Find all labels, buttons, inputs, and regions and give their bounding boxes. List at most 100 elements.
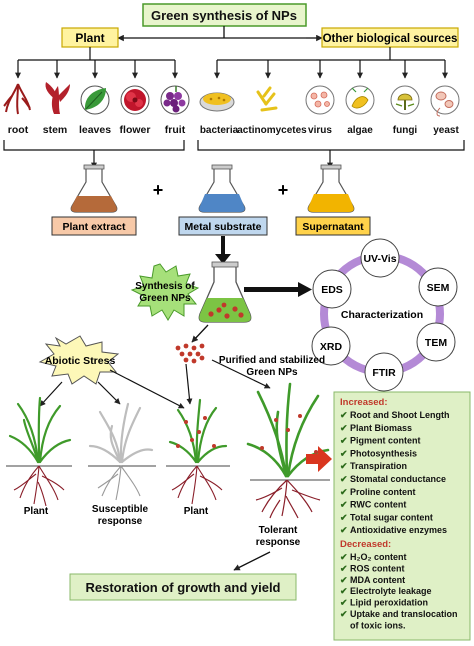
tolerant-plant-illustration (246, 382, 330, 519)
label-algae: algae (347, 125, 373, 136)
increased-item: Transpiration (350, 461, 407, 471)
check-icon: ✔ (340, 563, 348, 573)
sem-label: SEM (427, 282, 450, 294)
supernatant-label: Supernatant (302, 221, 364, 233)
check-icon: ✔ (340, 575, 348, 585)
purified-label-line2: Green NPs (246, 367, 298, 378)
plant-1-label: Plant (24, 506, 49, 517)
stem-icon (45, 82, 70, 114)
increased-list: ✔Root and Shoot Length✔Plant Biomass✔Pig… (340, 410, 449, 535)
abiotic-stress-burst: Abiotic Stress (38, 335, 120, 385)
increased-item: Stomatal conductance (350, 474, 446, 484)
check-icon: ✔ (340, 500, 348, 510)
other-sources-header-box: Other biological sources (321, 27, 459, 48)
bacteria-icon (199, 92, 235, 112)
increased-item: RWC content (350, 500, 406, 510)
title-text: Green synthesis of NPs (151, 8, 297, 23)
purified-nanoparticles-icon (175, 343, 205, 364)
check-icon: ✔ (340, 586, 348, 596)
check-icon: ✔ (340, 512, 348, 522)
susceptible-label-line1: Susceptible (92, 504, 149, 515)
algae-icon (345, 85, 375, 115)
fruit-icon (160, 85, 190, 115)
label-yeast: yeast (433, 125, 459, 136)
increased-item: Photosynthesis (350, 448, 417, 458)
increased-item: Plant Biomass (350, 423, 412, 433)
tem-label: TEM (425, 337, 447, 349)
decreased-list: ✔H₂O₂ content✔ROS content✔MDA content✔El… (340, 552, 458, 630)
increased-item: Root and Shoot Length (350, 410, 449, 420)
supernatant-label-box: Supernatant (295, 216, 371, 236)
label-actinomycetes: actinomycetes (237, 125, 307, 136)
susceptible-label-line2: response (98, 516, 143, 527)
effects-red-arrow (306, 446, 332, 472)
characterization-label: Characterization (341, 309, 423, 321)
plant-header-text: Plant (75, 31, 104, 45)
metal-substrate-flask-icon (198, 164, 246, 213)
other-source-labels: bacteria actinomycetes virus algae fungi… (200, 125, 460, 136)
leaves-icon (80, 85, 110, 115)
check-icon: ✔ (340, 461, 348, 471)
decreased-item: MDA content (350, 575, 405, 585)
tolerant-label-line2: response (256, 537, 301, 548)
label-root: root (8, 124, 29, 136)
plus-sign-1: + (153, 180, 164, 200)
tem-node: TEM (416, 322, 456, 362)
plus-sign-2: + (278, 180, 289, 200)
to-characterization-arrow (244, 282, 312, 297)
check-icon: ✔ (340, 436, 348, 446)
decreased-item: Electrolyte leakage (350, 586, 432, 596)
check-icon: ✔ (340, 598, 348, 608)
characterization-nodes: UV-Vis SEM TEM FTIR XRD EDS (311, 238, 458, 392)
plant-1-illustration (6, 396, 72, 507)
stress-arrows (39, 359, 271, 409)
metal-substrate-label: Metal substrate (184, 221, 261, 233)
plant-header-box: Plant (61, 27, 119, 48)
label-virus: virus (308, 125, 332, 136)
decreased-item: of toxic ions. (350, 620, 406, 630)
grouping-brackets (3, 140, 465, 169)
xrd-label: XRD (320, 341, 343, 353)
to-restoration-arrow (233, 551, 271, 571)
check-icon: ✔ (340, 410, 348, 420)
check-icon: ✔ (340, 448, 348, 458)
restoration-label: Restoration of growth and yield (85, 580, 280, 595)
plant-2-label: Plant (184, 506, 209, 517)
effects-panel: Increased: ✔Root and Shoot Length✔Plant … (333, 391, 471, 641)
increased-item: Pigment content (350, 436, 421, 446)
to-purified-arrow (191, 324, 209, 343)
label-fruit: fruit (165, 124, 186, 136)
other-sources-tree (214, 47, 448, 79)
synthesis-flask-icon (198, 261, 252, 323)
decreased-header: Decreased: (340, 539, 391, 550)
to-synthesis-arrow (215, 236, 231, 264)
other-sources-header-text: Other biological sources (323, 33, 458, 45)
restoration-box: Restoration of growth and yield (69, 573, 297, 601)
root-icon (3, 83, 31, 115)
xrd-node: XRD (311, 326, 351, 366)
fungi-icon (390, 85, 420, 115)
susceptible-plant-illustration (88, 402, 156, 501)
uv-vis-node: UV-Vis (360, 238, 400, 278)
decreased-item: Uptake and translocation (350, 609, 458, 619)
plant-parts-tree (15, 47, 178, 79)
label-stem: stem (43, 124, 68, 136)
decreased-item: Lipid peroxidation (350, 598, 428, 608)
check-icon: ✔ (340, 609, 348, 619)
purified-label-line1: Purified and stabilized (219, 355, 325, 366)
plant-extract-label-box: Plant extract (51, 216, 137, 236)
sem-node: SEM (418, 267, 458, 307)
virus-icon (305, 85, 335, 115)
plant-2-illustration (166, 398, 230, 505)
title-connectors (117, 26, 323, 42)
ftir-label: FTIR (372, 367, 396, 379)
decreased-item: ROS content (350, 563, 405, 573)
check-icon: ✔ (340, 423, 348, 433)
abiotic-stress-label: Abiotic Stress (45, 355, 116, 367)
title-box: Green synthesis of NPs (142, 3, 307, 27)
plant-part-labels: root stem leaves flower fruit (8, 124, 186, 136)
check-icon: ✔ (340, 487, 348, 497)
increased-item: Antioxidative enzymes (350, 525, 447, 535)
label-bacteria: bacteria (200, 125, 239, 136)
